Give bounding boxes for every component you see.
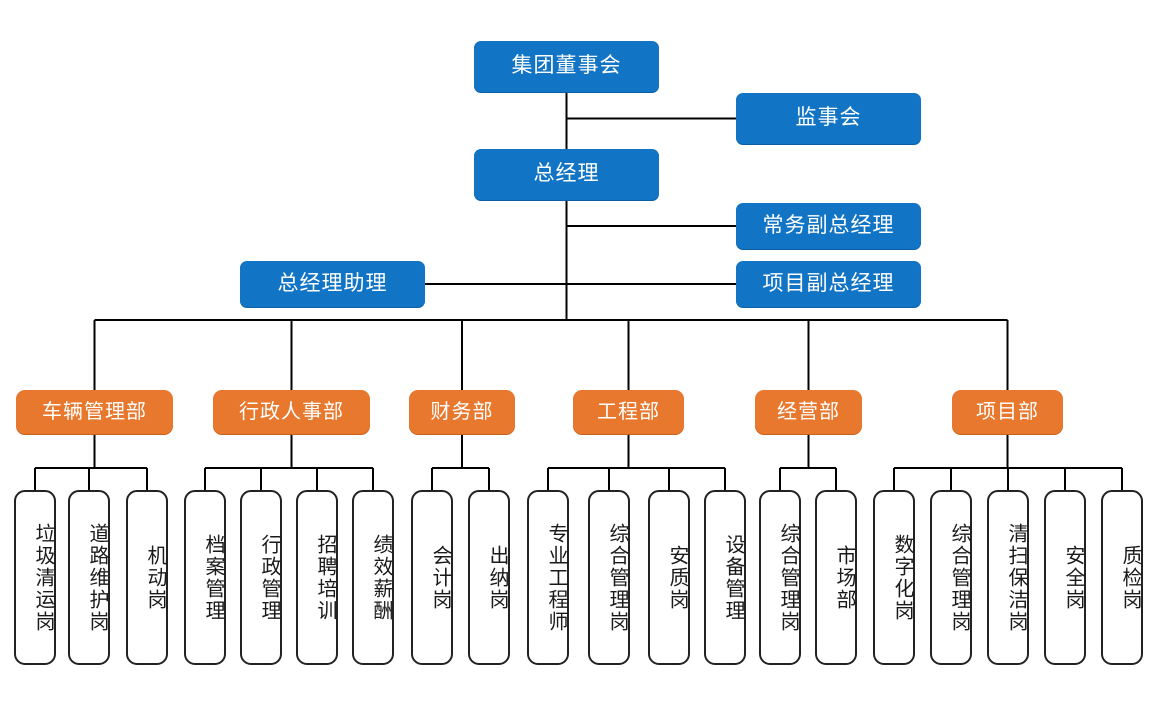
position-node[interactable]: 设备管理 xyxy=(704,490,746,665)
position-node[interactable]: 清扫保洁岗 xyxy=(987,490,1029,665)
position-node[interactable]: 绩效薪酬 xyxy=(352,490,394,665)
exec-node-supervisory[interactable]: 监事会 xyxy=(736,93,921,144)
position-node[interactable]: 道路维护岗 xyxy=(68,490,110,665)
exec-node-proj-vgm[interactable]: 项目副总经理 xyxy=(736,261,921,307)
exec-node-exec-vgm[interactable]: 常务副总经理 xyxy=(736,203,921,249)
position-node[interactable]: 会计岗 xyxy=(411,490,453,665)
exec-node-gm-assistant[interactable]: 总经理助理 xyxy=(240,261,425,307)
department-node-finance[interactable]: 财务部 xyxy=(409,390,515,434)
position-node[interactable]: 档案管理 xyxy=(184,490,226,665)
department-node-vehicle[interactable]: 车辆管理部 xyxy=(16,390,173,434)
position-node[interactable]: 质检岗 xyxy=(1101,490,1143,665)
position-node[interactable]: 数字化岗 xyxy=(873,490,915,665)
department-node-project[interactable]: 项目部 xyxy=(952,390,1063,434)
position-node[interactable]: 市场部 xyxy=(815,490,857,665)
position-node[interactable]: 综合管理岗 xyxy=(930,490,972,665)
position-node[interactable]: 出纳岗 xyxy=(468,490,510,665)
department-node-operations[interactable]: 经营部 xyxy=(755,390,862,434)
position-node[interactable]: 招聘培训 xyxy=(296,490,338,665)
position-node[interactable]: 行政管理 xyxy=(240,490,282,665)
position-node[interactable]: 安质岗 xyxy=(648,490,690,665)
position-node[interactable]: 综合管理岗 xyxy=(759,490,801,665)
position-node[interactable]: 安全岗 xyxy=(1044,490,1086,665)
department-node-admin-hr[interactable]: 行政人事部 xyxy=(213,390,370,434)
position-node[interactable]: 综合管理岗 xyxy=(588,490,630,665)
exec-node-board[interactable]: 集团董事会 xyxy=(474,41,659,92)
department-node-engineering[interactable]: 工程部 xyxy=(573,390,684,434)
position-node[interactable]: 专业工程师 xyxy=(527,490,569,665)
position-node[interactable]: 垃圾清运岗 xyxy=(14,490,56,665)
position-node[interactable]: 机动岗 xyxy=(126,490,168,665)
exec-node-gm[interactable]: 总经理 xyxy=(474,149,659,200)
